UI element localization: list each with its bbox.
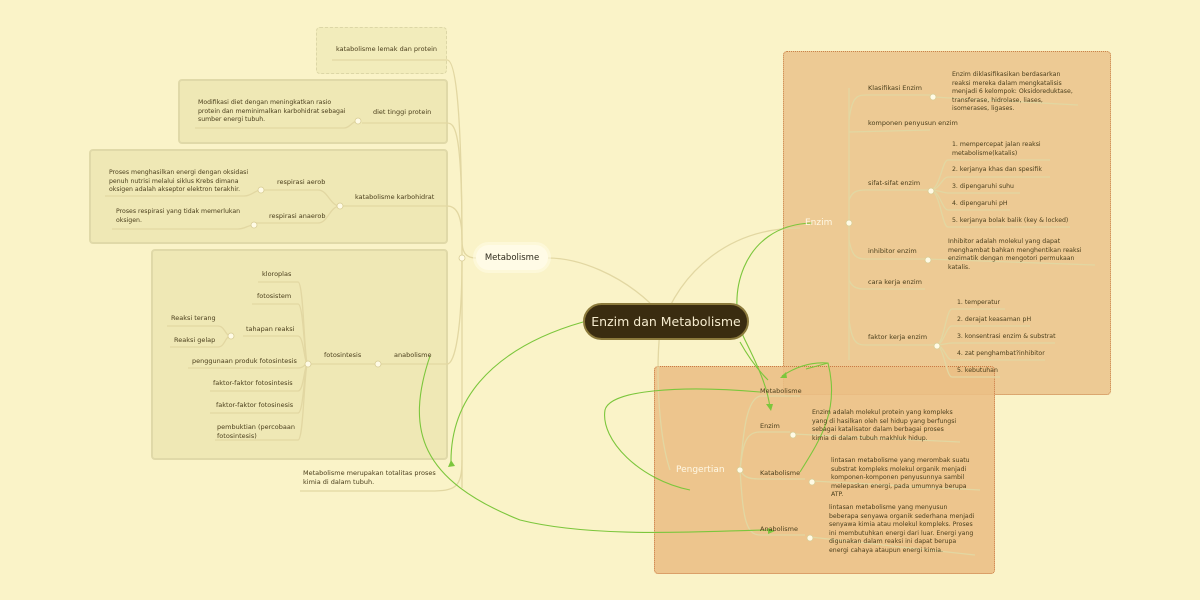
pengertian-enzim-desc[interactable]: Enzim adalah molekul protein yang komple… bbox=[812, 409, 957, 442]
fotosintesis-label[interactable]: fotosintesis bbox=[324, 351, 362, 359]
kloroplas-label[interactable]: kloroplas bbox=[262, 270, 292, 278]
penggunaan-produk-label[interactable]: penggunaan produk fotosintesis bbox=[192, 357, 297, 365]
faktor-fotosinesis-label[interactable]: faktor-faktor fotosinesis bbox=[216, 401, 294, 409]
pengertian-box bbox=[654, 366, 995, 574]
katabolisme-lemak-box bbox=[316, 27, 447, 74]
klasifikasi-enzim-label[interactable]: Klasifikasi Enzim bbox=[868, 84, 923, 92]
pengertian-node[interactable]: Pengertian bbox=[676, 465, 725, 475]
fotosistem-label[interactable]: fotosistem bbox=[257, 292, 292, 300]
faktor-item-4[interactable]: 4. zat penghambat?inhibitor bbox=[957, 350, 1045, 357]
tahapan-reaksi-label[interactable]: tahapan reaksi bbox=[246, 325, 295, 333]
sifat-enzim-label[interactable]: sifat-sifat enzim bbox=[868, 179, 921, 187]
diet-label[interactable]: diet tinggi protein bbox=[373, 108, 432, 116]
respirasi-aerob-desc[interactable]: Proses menghasilkan energi dengan oksida… bbox=[109, 169, 249, 193]
diet-desc[interactable]: Modifikasi diet dengan meningkatkan rasi… bbox=[198, 99, 346, 123]
faktor-item-1[interactable]: 1. temperatur bbox=[957, 299, 1001, 306]
reaksi-gelap-label[interactable]: Reaksi gelap bbox=[174, 336, 216, 344]
pengertian-katabolisme-desc[interactable]: lintasan metabolisme yang merombak suatu… bbox=[831, 457, 970, 498]
inhibitor-enzim-label[interactable]: inhibitor enzim bbox=[868, 247, 917, 255]
metabolisme-definisi[interactable]: Metabolisme merupakan totalitas proses k… bbox=[303, 469, 436, 486]
respirasi-aerob-label[interactable]: respirasi aerob bbox=[277, 178, 326, 186]
sifat-item-5[interactable]: 5. kerjanya bolak balik (key & locked) bbox=[952, 217, 1069, 224]
reaksi-terang-label[interactable]: Reaksi terang bbox=[171, 314, 216, 322]
cara-kerja-enzim-label[interactable]: cara kerja enzim bbox=[868, 278, 923, 286]
enzim-box bbox=[783, 51, 1111, 395]
faktor-item-5[interactable]: 5. kebutuhan bbox=[957, 367, 998, 374]
pengertian-enzim-label[interactable]: Enzim bbox=[760, 422, 780, 430]
sifat-item-3[interactable]: 3. dipengaruhi suhu bbox=[952, 183, 1014, 190]
anabolisme-label[interactable]: anabolisme bbox=[394, 351, 432, 359]
metabolisme-node[interactable]: Metabolisme bbox=[476, 245, 548, 270]
pembuktian-label[interactable]: pembuktian (percobaan fotosintesis) bbox=[217, 423, 295, 440]
katabolisme-lemak-label[interactable]: katabolisme lemak dan protein bbox=[336, 45, 438, 53]
respirasi-anaerob-label[interactable]: respirasi anaerob bbox=[269, 212, 326, 220]
central-topic[interactable]: Enzim dan Metabolisme bbox=[583, 303, 749, 340]
respirasi-anaerob-desc[interactable]: Proses respirasi yang tidak memerlukan o… bbox=[116, 208, 241, 224]
sifat-item-4[interactable]: 4. dipengaruhi pH bbox=[952, 200, 1008, 207]
inhibitor-enzim-desc[interactable]: Inhibitor adalah molekul yang dapat meng… bbox=[948, 238, 1082, 271]
faktor-item-2[interactable]: 2. derajat keasaman pH bbox=[957, 316, 1032, 323]
komponen-enzim-label[interactable]: komponen penyusun enzim bbox=[868, 119, 958, 127]
pengertian-metabolisme-label[interactable]: Metabolisme bbox=[760, 387, 802, 395]
klasifikasi-enzim-desc[interactable]: Enzim diklasifikasikan berdasarkan reaks… bbox=[952, 71, 1073, 112]
faktor-fotosintesis-label[interactable]: faktor-faktor fotosintesis bbox=[213, 379, 293, 387]
katabolisme-karbohidrat-label[interactable]: katabolisme karbohidrat bbox=[355, 193, 435, 201]
faktor-kerja-enzim-label[interactable]: faktor kerja enzim bbox=[868, 333, 928, 341]
pengertian-anabolisme-desc[interactable]: lintasan metabolisme yang menyusun beber… bbox=[829, 504, 975, 554]
sifat-item-1[interactable]: 1. mempercepat jalan reaksi metabolisme(… bbox=[952, 141, 1041, 157]
faktor-item-3[interactable]: 3. konsentrasi enzim & substrat bbox=[957, 333, 1056, 340]
pengertian-katabolisme-label[interactable]: Katabolisme bbox=[760, 469, 801, 477]
sifat-item-2[interactable]: 2. kerjanya khas dan spesifik bbox=[952, 166, 1042, 173]
diet-box bbox=[178, 79, 448, 144]
pengertian-anabolisme-label[interactable]: Anabolisme bbox=[760, 525, 798, 533]
enzim-node[interactable]: Enzim bbox=[805, 218, 833, 228]
